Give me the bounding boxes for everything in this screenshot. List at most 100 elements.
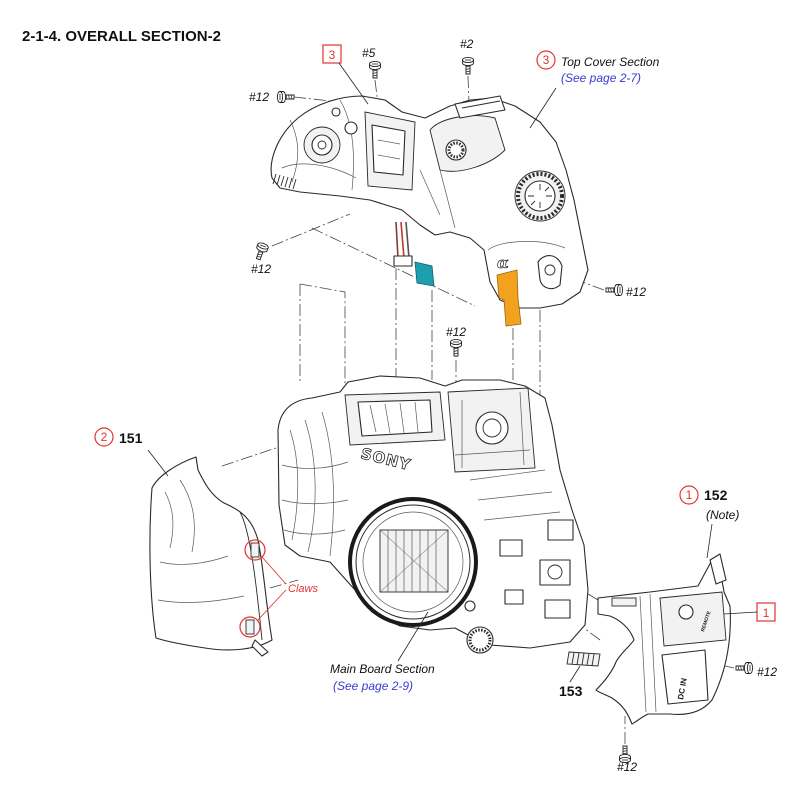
side-cover-callout-circle: [679, 485, 699, 505]
grip-contour-3: [321, 411, 334, 557]
top-button-1: [344, 121, 358, 135]
part-153: [566, 651, 601, 667]
focus-mode-knob-knurl: [468, 628, 492, 652]
side-cover-contours: [639, 593, 657, 713]
top-cover-page-link[interactable]: (See page 2-7): [561, 71, 641, 85]
grip-cover-contour-1: [164, 491, 174, 549]
top-button-2: [331, 107, 341, 117]
teal-flex-cable: [414, 261, 435, 287]
screw-label-12-right: #12: [626, 285, 646, 299]
body-side-lines: [469, 469, 561, 521]
side-cover-note: (Note): [706, 508, 739, 522]
part-153-body: [566, 651, 601, 667]
claw-slot-lower: [245, 619, 255, 635]
part-153-number: 153: [559, 683, 583, 699]
mode-dial-marks: [528, 184, 552, 208]
top-cover-outline: [270, 95, 589, 309]
assembly-line-grip-bottom: [269, 579, 299, 589]
remote-terminal-panel: [659, 591, 727, 647]
shutter-button: [311, 134, 333, 156]
body-front-part-2: [504, 589, 524, 605]
grip-cover-bottom-tab: [251, 639, 269, 657]
main-board-leader: [397, 611, 429, 662]
page-title: 2-1-4. OVERALL SECTION-2: [22, 28, 221, 45]
top-cover-callout-circle: [536, 50, 556, 70]
mirror-cross: [379, 529, 449, 593]
claw-highlight-upper: [244, 539, 266, 561]
side-cover-clip: [709, 553, 727, 585]
side-cover-callout-number: 1: [686, 488, 693, 502]
top-cover-ref-leader: [338, 62, 369, 105]
lens-mount-bayonet: [362, 511, 464, 613]
screw-2: [462, 56, 474, 75]
body-side-port-3: [544, 599, 571, 619]
lens-release-button: [464, 600, 476, 612]
main-board-section-label: Main Board Section: [330, 662, 435, 676]
side-cover-ref-box-number: 1: [763, 606, 770, 620]
grip-contour-2: [304, 419, 316, 553]
top-cover-callout-number: 3: [543, 53, 550, 67]
viewfinder-lens: [482, 418, 502, 438]
hot-shoe-rail: [461, 100, 501, 109]
wire-1: [395, 221, 399, 259]
screw-label-12-side: #12: [757, 665, 777, 679]
main-body-assembly: SONY: [277, 375, 589, 654]
grip-contour-1: [289, 429, 299, 541]
grip-cover-contour-4: [157, 595, 245, 603]
assembly-line-left-bracket: [299, 283, 346, 396]
part-153-stripes: [571, 652, 595, 667]
top-cover-lower-contour: [487, 241, 566, 251]
wire-3: [405, 221, 410, 259]
screw-label-12-center: #12: [446, 325, 466, 339]
grip-cover-leader: [147, 449, 169, 477]
screw-label-12-left: #12: [251, 262, 271, 276]
main-board-page-link[interactable]: (See page 2-9): [333, 679, 413, 693]
drive-lever: [537, 255, 563, 290]
side-cover-152: REMOTE DC IN: [595, 553, 731, 725]
mirror: [379, 529, 449, 593]
assembly-line-grip-top: [221, 445, 283, 467]
screw-12-center: [450, 338, 462, 357]
body-side-port-2: [539, 559, 571, 586]
focusing-screen-frame: [357, 399, 433, 437]
lcd-window-lines: [377, 139, 401, 160]
top-cover-contour-1: [289, 119, 299, 183]
side-cover-leader: [706, 523, 713, 559]
lcd-window: [371, 124, 406, 176]
grip-cover-151: [149, 456, 273, 657]
claws-leader-lower: [256, 589, 287, 622]
top-cover-shoulder-line: [281, 163, 357, 179]
screw-12-side: [735, 662, 754, 674]
top-cover-contour-2: [339, 99, 354, 191]
claw-highlight-lower: [239, 616, 261, 638]
mode-dial-knurl: [516, 172, 564, 220]
grip-cover-callout-number: 2: [101, 430, 108, 444]
side-cover-ref-leader: [723, 611, 758, 615]
screw-12-top-left: [276, 91, 295, 103]
assembly-line-screw-12-top-left: [293, 96, 331, 102]
dc-in-lettering: DC IN: [676, 677, 689, 700]
screw-label-12-top-left: #12: [249, 90, 269, 104]
claws-leader-upper: [261, 556, 287, 585]
top-cover-ref-box-number: 3: [329, 48, 336, 62]
screw-label-2: #2: [460, 37, 474, 51]
assembly-line-side-bottom: [583, 627, 601, 641]
viewfinder-lens-ring: [475, 411, 509, 445]
screw-12-left: [252, 241, 270, 262]
grip-cover-contour-3: [159, 555, 229, 565]
body-side-connector: [547, 564, 563, 580]
top-cover-inner-lines: [419, 169, 456, 229]
front-dial-teeth: [272, 173, 297, 190]
grip-cover-outline: [149, 456, 273, 651]
grip-cover-part-number: 151: [119, 430, 143, 446]
grip-contour-4: [281, 461, 349, 469]
prism-dial-knurl: [447, 141, 465, 159]
screw-12-right: [605, 284, 624, 296]
top-cover-section-label: Top Cover Section: [561, 55, 660, 69]
side-cover-outline: [595, 559, 731, 725]
hot-shoe: [454, 95, 506, 119]
claws-label: Claws: [288, 583, 318, 595]
wire-connector: [393, 255, 413, 267]
grip-contour-5: [281, 499, 349, 505]
